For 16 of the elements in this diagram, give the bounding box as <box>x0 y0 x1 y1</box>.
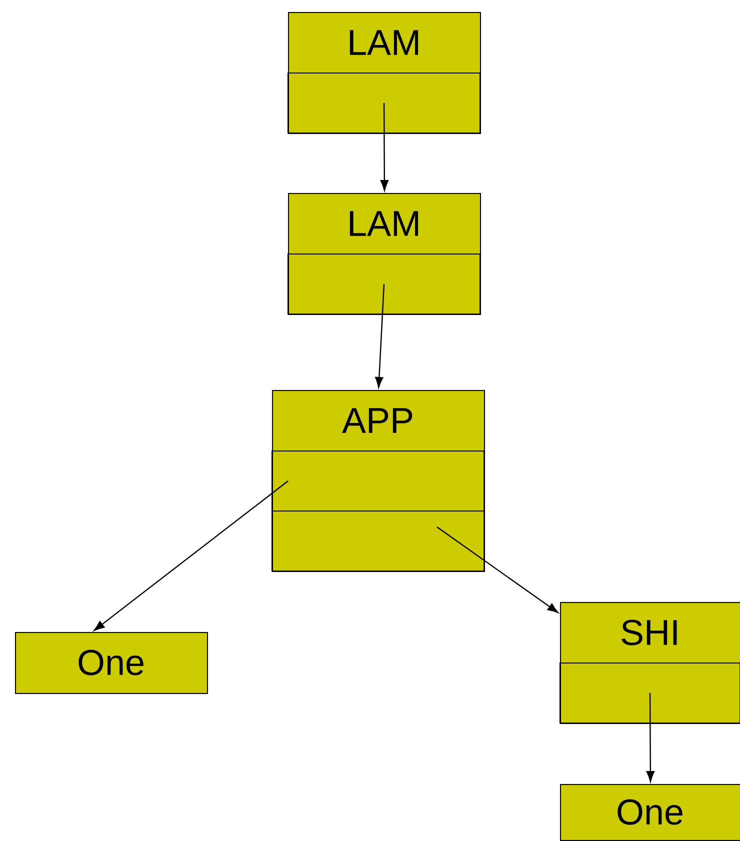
field-cell <box>288 254 480 314</box>
record-box: LAM <box>288 12 481 134</box>
arrow <box>436 526 558 614</box>
record-box: LAM <box>288 193 481 315</box>
record-box: SHI <box>560 602 740 724</box>
field-cell <box>272 450 484 512</box>
arrow <box>375 284 385 388</box>
arrow <box>646 693 655 782</box>
field-cell <box>272 510 484 572</box>
arrow <box>380 103 389 191</box>
arrow <box>94 480 288 631</box>
record-box: One <box>560 784 740 841</box>
field-cell <box>288 72 480 134</box>
record-box: One <box>15 632 208 694</box>
field-cell <box>560 662 740 724</box>
record-box: APP <box>272 390 485 572</box>
